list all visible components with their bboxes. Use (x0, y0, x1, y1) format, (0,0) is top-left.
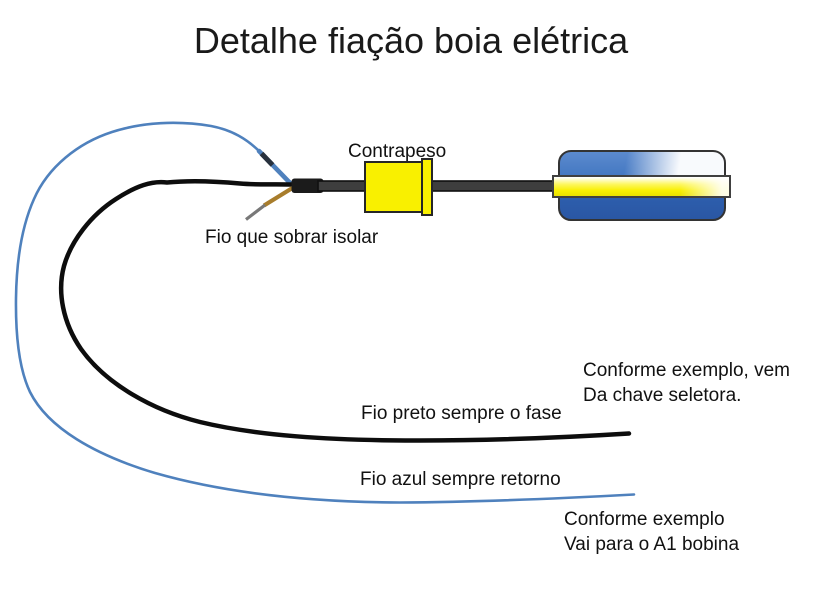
brown-wire-stub (262, 185, 296, 208)
blue-wire-label: Fio azul sempre retorno (360, 469, 561, 490)
coil-a1-note-line1: Conforme exemplo (564, 509, 725, 530)
blue-wire (14, 121, 636, 504)
coil-a1-note: Conforme exemplo Vai para o A1 bobina (564, 507, 739, 557)
gray-wire-tip (245, 203, 266, 221)
cable-junction (291, 178, 324, 193)
selector-switch-note: Conforme exemplo, vem Da chave seletora. (583, 358, 790, 408)
counterweight-label: Contrapeso (348, 141, 447, 162)
black-wire-label: Fio preto sempre o fase (361, 403, 562, 424)
spare-wire-label: Fio que sobrar isolar (205, 227, 379, 248)
float-rod (317, 180, 561, 192)
selector-switch-note-line2: Da chave seletora. (583, 385, 742, 406)
page-title: Detalhe fiação boia elétrica (193, 20, 629, 61)
coil-a1-note-line2: Vai para o A1 bobina (564, 534, 740, 555)
counterweight-cap (421, 158, 433, 216)
selector-switch-note-line1: Conforme exemplo, vem (583, 360, 790, 381)
black-wire (58, 178, 632, 443)
float-switch-yellow-band (552, 175, 731, 198)
counterweight-body (364, 161, 424, 213)
blue-wire-sleeve (259, 151, 275, 167)
